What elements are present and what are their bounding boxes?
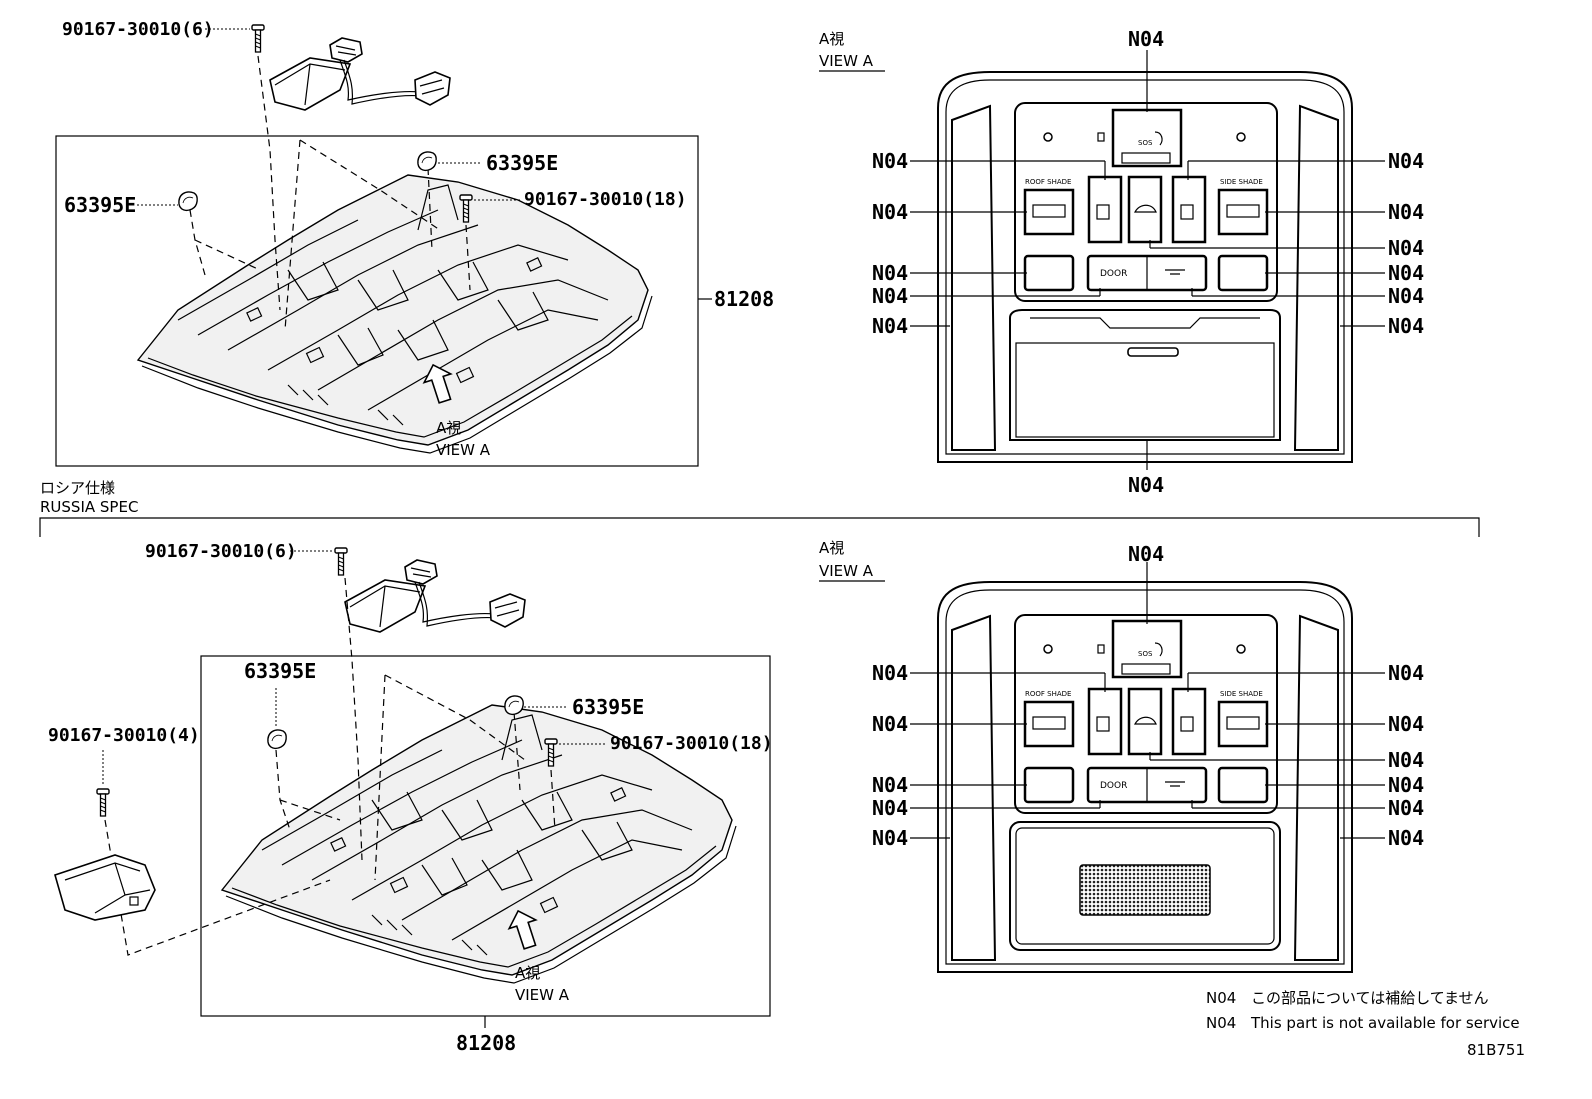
lower-callout-r3: N04 [1388,748,1424,772]
upper-door-label: DOOR [1100,269,1127,279]
legend-text-en: This part is not available for service [1250,1014,1520,1032]
lower-clip-left-icon [267,729,287,750]
upper-callout-top: N04 [1128,27,1164,51]
upper-callout-r6: N04 [1388,314,1424,338]
upper-callouts: N04 N04 N04 N04 N04 N04 N04 N04 N04 N04 … [872,27,1424,497]
upper-callout-l4: N04 [872,284,908,308]
lower-callout-l4: N04 [872,796,908,820]
lower-callout-l1: N04 [872,661,908,685]
upper-frame [55,135,699,467]
lower-view-label-jp: A視 [515,964,540,982]
lower-callout-r1: N04 [1388,661,1424,685]
lower-extra-module [54,854,156,921]
upper-callout-l1: N04 [872,149,908,173]
lower-view-a-title-jp: A視 [819,539,844,557]
upper-callout-l2: N04 [872,200,908,224]
section-title-en: RUSSIA SPEC [40,498,138,516]
upper-label-screw-6: 90167-30010(6) [62,19,214,40]
lower-view-a: A視 VIEW A SOS ROOF SHADE SIDE SHADE DOOR [819,539,1353,973]
lower-callout-l2: N04 [872,712,908,736]
upper-screw-6-icon [251,24,265,53]
lower-view-a-title-en: VIEW A [819,562,874,580]
upper-assembly: 90167-30010(6) 63395E 63395E 90167-30010… [55,19,774,467]
upper-view-a-title-en: VIEW A [819,52,874,70]
lower-callout-r6: N04 [1388,826,1424,850]
upper-clip-right-icon [417,151,437,172]
upper-sos-label: SOS [1138,139,1153,147]
speaker-grille [1079,864,1211,916]
lower-clip-right-icon [504,695,524,716]
upper-callout-r1: N04 [1388,149,1424,173]
lower-screw-4-icon [96,788,110,817]
illustration-id: 81B751 [1467,1041,1525,1059]
lower-label-clip-left: 63395E [244,659,316,683]
lower-label-screw-18: 90167-30010(18) [610,733,773,754]
upper-callout-l3: N04 [872,261,908,285]
lower-module [344,559,526,633]
lower-assembly: 90167-30010(6) 63395E 63395E 90167-30010… [48,541,773,1055]
upper-clip-left-icon [178,191,198,212]
lower-label-screw-4: 90167-30010(4) [48,725,200,746]
upper-view-label-en: VIEW A [436,441,491,459]
lower-screw-6-icon [334,547,348,576]
upper-callout-r5: N04 [1388,284,1424,308]
section-title-jp: ロシア仕様 [40,479,115,497]
upper-callout-r2: N04 [1388,200,1424,224]
upper-callout-r4: N04 [1388,261,1424,285]
lower-label-clip-right: 63395E [572,695,644,719]
lower-callouts: N04 N04 N04 N04 N04 N04 N04 N04 N04 N04 … [872,542,1424,850]
legend: N04 この部品については補給してません N04 This part is no… [1206,989,1525,1059]
lower-door-label: DOOR [1100,781,1127,791]
upper-callout-r3: N04 [1388,236,1424,260]
section-bracket [39,517,1480,537]
lower-callout-top: N04 [1128,542,1164,566]
legend-text-jp: この部品については補給してません [1251,989,1489,1007]
upper-view-a: A視 VIEW A SOS ROOF SHADE SIDE SHADE [819,30,1353,463]
upper-label-clip-right: 63395E [486,151,558,175]
lower-roof-shade-label: ROOF SHADE [1025,690,1071,698]
upper-view-label-jp: A視 [436,419,461,437]
upper-side-shade-label: SIDE SHADE [1220,178,1263,186]
upper-view-a-title-jp: A視 [819,30,844,48]
lower-view-label-en: VIEW A [515,986,570,1004]
lower-callout-r5: N04 [1388,796,1424,820]
upper-roof-shade-label: ROOF SHADE [1025,178,1071,186]
lower-callout-r4: N04 [1388,773,1424,797]
upper-console [137,174,653,454]
upper-label-console: 81208 [714,287,774,311]
lower-callout-l5: N04 [872,826,908,850]
legend-code-en: N04 [1206,1014,1236,1032]
lower-side-shade-label: SIDE SHADE [1220,690,1263,698]
lower-callout-l3: N04 [872,773,908,797]
upper-label-screw-18: 90167-30010(18) [524,189,687,210]
lower-label-screw-6: 90167-30010(6) [145,541,297,562]
lower-label-console: 81208 [456,1031,516,1055]
upper-callout-bottom: N04 [1128,473,1164,497]
upper-callout-l5: N04 [872,314,908,338]
legend-code-jp: N04 [1206,989,1236,1007]
lower-callout-r2: N04 [1388,712,1424,736]
upper-module [269,37,451,111]
lower-sos-label: SOS [1138,650,1153,658]
upper-label-clip-left: 63395E [64,193,136,217]
